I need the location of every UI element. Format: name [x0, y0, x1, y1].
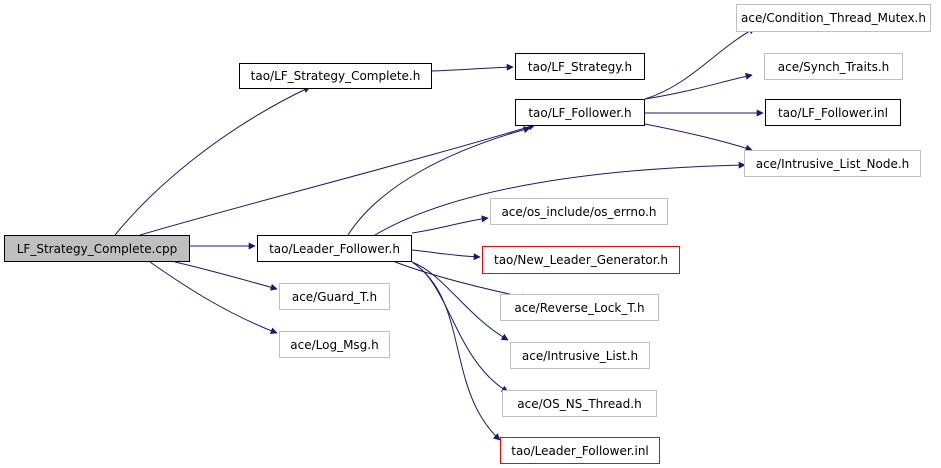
node-guard-t-h[interactable]: ace/Guard_T.h [279, 283, 390, 310]
node-lf-follower-h[interactable]: tao/LF_Follower.h [515, 99, 645, 126]
edge-leader-follower-to-os-errno [411, 215, 489, 234]
edge-lf-follower-to-condition-thread-mutex [644, 27, 756, 100]
node-log-msg-h[interactable]: ace/Log_Msg.h [279, 331, 390, 358]
edge-lf-strategy-complete-to-lf-strategy [431, 63, 514, 72]
node-lf-strategy-complete-cpp[interactable]: LF_Strategy_Complete.cpp [4, 235, 190, 262]
edge-root-to-log-msg [149, 261, 278, 335]
edge-lf-follower-to-intrusive-list-node [644, 123, 753, 152]
node-os-ns-thread-h[interactable]: ace/OS_NS_Thread.h [502, 390, 657, 417]
edge-leader-follower-to-leader-follower-inl [411, 261, 501, 441]
node-lf-strategy-complete-h[interactable]: tao/LF_Strategy_Complete.h [239, 63, 432, 89]
edge-leader-follower-to-intrusive-list [411, 261, 509, 341]
edge-root-to-lf-strategy-complete [114, 86, 311, 236]
node-new-leader-generator-h[interactable]: tao/New_Leader_Generator.h [482, 246, 680, 274]
node-synch-traits-h[interactable]: ace/Synch_Traits.h [764, 53, 903, 80]
node-intrusive-list-h[interactable]: ace/Intrusive_List.h [510, 342, 650, 369]
node-lf-strategy-h[interactable]: tao/LF_Strategy.h [515, 53, 645, 80]
edge-root-to-lf-follower [139, 123, 536, 236]
node-leader-follower-h[interactable]: tao/Leader_Follower.h [257, 235, 412, 262]
edge-root-to-guard-t [174, 261, 278, 291]
node-lf-follower-inl[interactable]: tao/LF_Follower.inl [765, 99, 901, 126]
node-reverse-lock-t-h[interactable]: ace/Reverse_Lock_T.h [500, 294, 659, 321]
edge-leader-follower-to-lf-follower [347, 126, 531, 236]
node-intrusive-list-node-h[interactable]: ace/Intrusive_List_Node.h [744, 150, 921, 177]
node-condition-thread-mutex-h[interactable]: ace/Condition_Thread_Mutex.h [736, 4, 931, 32]
node-os-errno-h[interactable]: ace/os_include/os_errno.h [490, 198, 668, 225]
edge-leader-follower-to-intrusive-list-node [374, 161, 746, 236]
edge-leader-follower-to-new-leader-generator [411, 249, 481, 261]
edge-lf-follower-to-synch-traits [644, 72, 753, 100]
node-leader-follower-inl[interactable]: tao/Leader_Follower.inl [500, 437, 660, 464]
edge-leader-follower-to-os-ns-thread [411, 261, 509, 393]
